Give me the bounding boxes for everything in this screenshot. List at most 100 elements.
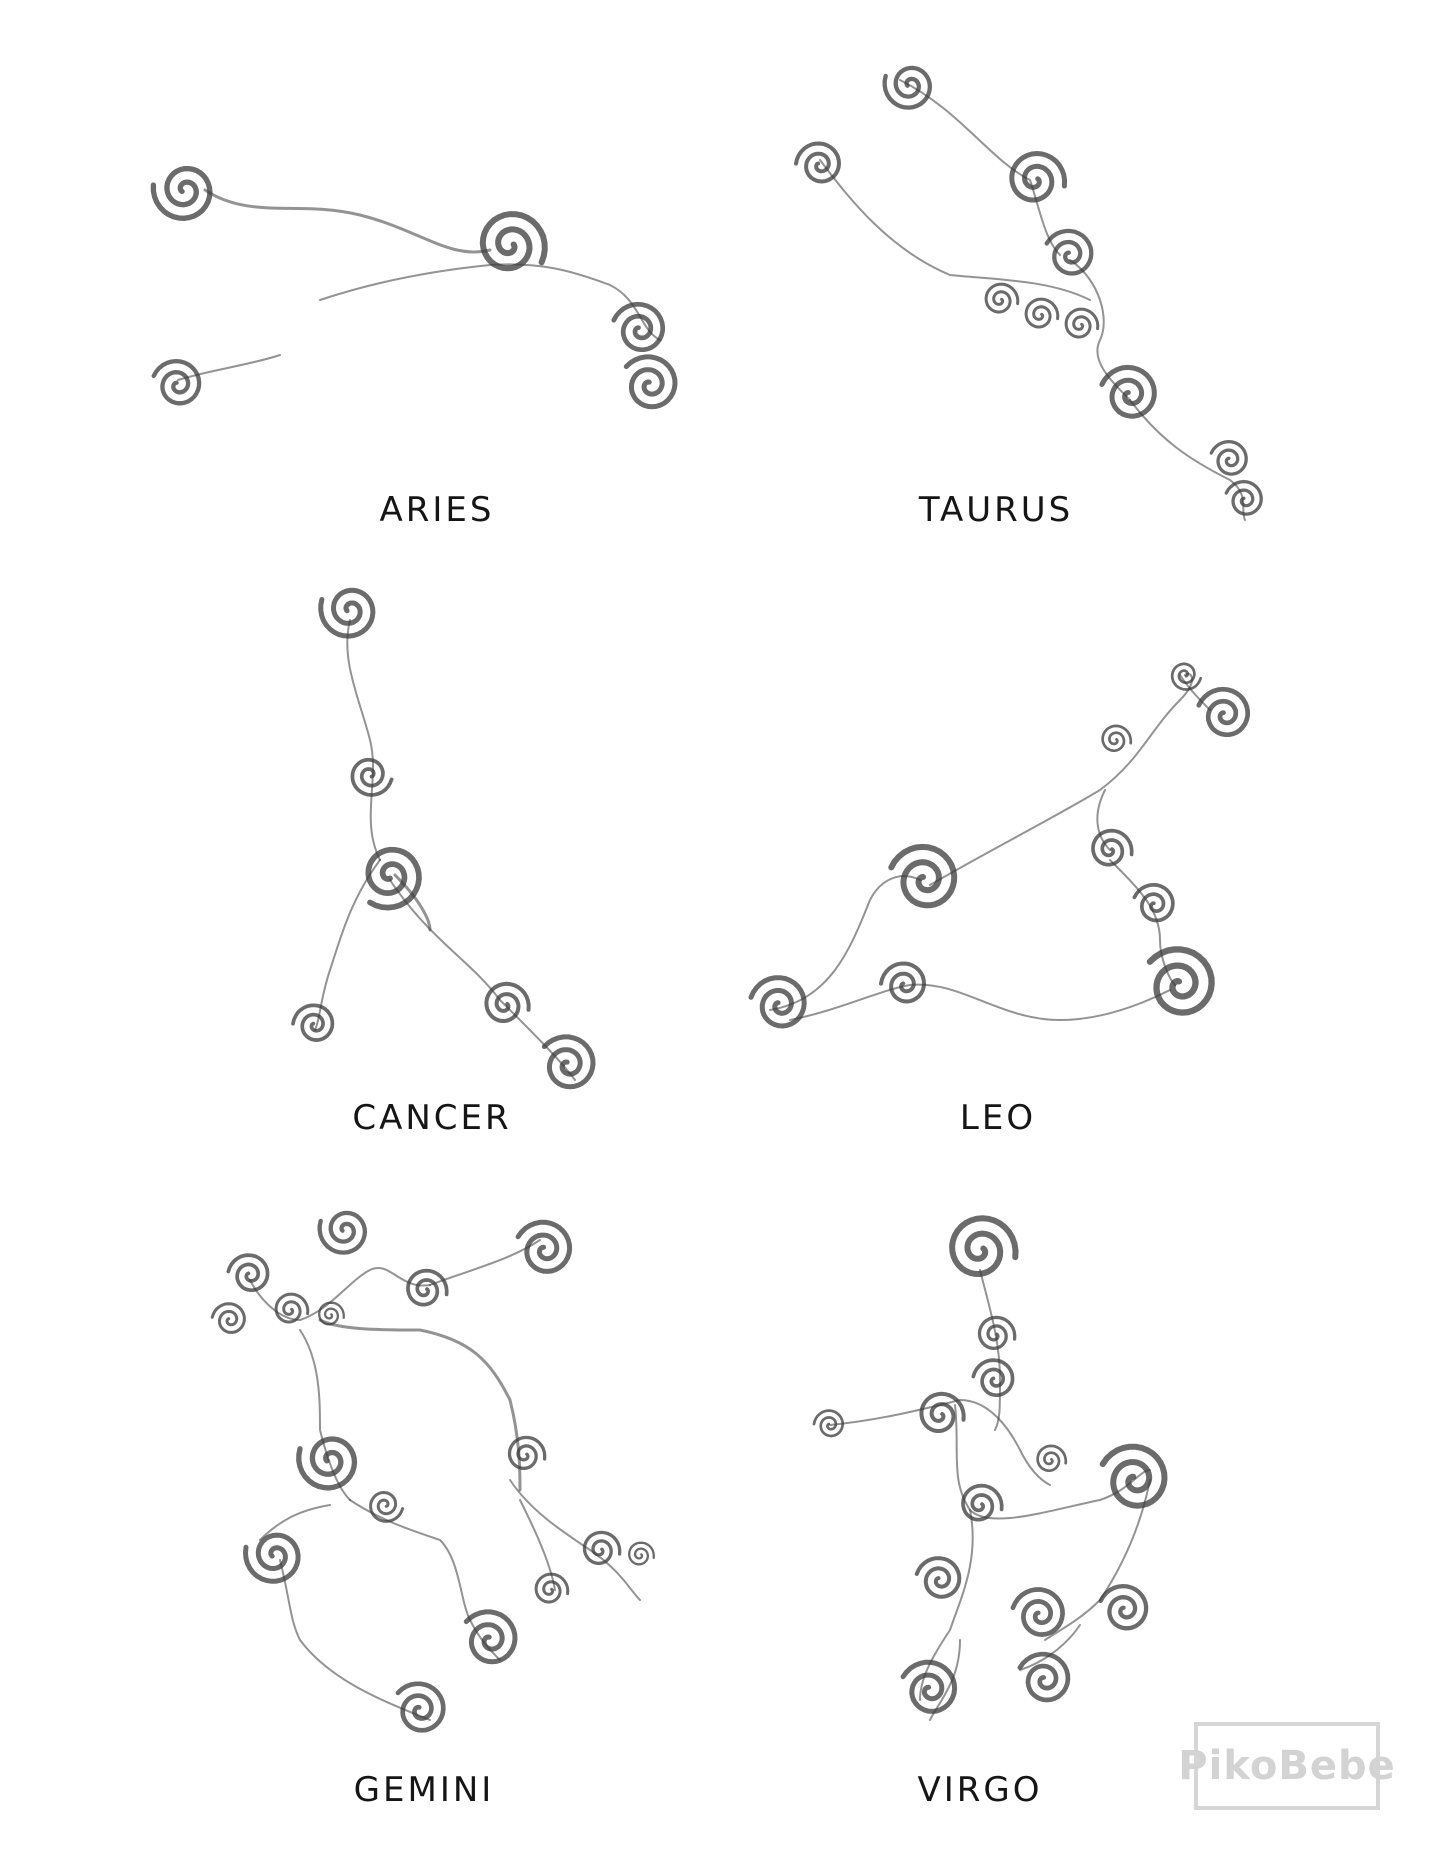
constellation-line (1069, 259, 1131, 401)
swirl-star (1101, 724, 1133, 753)
swirl-star (515, 1219, 573, 1274)
swirl-star (1099, 1443, 1168, 1509)
swirl-star (463, 1609, 518, 1665)
swirl-star (977, 1315, 1017, 1350)
swirl-star (541, 1034, 596, 1090)
swirl-star (611, 301, 666, 353)
leo-constellation (748, 662, 1251, 1029)
swirl-star (507, 1435, 547, 1470)
swirl-star (210, 1302, 246, 1334)
constellation-line (929, 1639, 961, 1721)
swirl-star (242, 1532, 301, 1584)
constellation-line (249, 1267, 431, 1322)
virgo-label: VIRGO (917, 1770, 1043, 1810)
swirl-star (318, 1301, 345, 1326)
swirl-star (1064, 307, 1100, 339)
swirl-star (317, 1210, 368, 1255)
cancer-constellation (291, 587, 596, 1090)
aries-label: ARIES (379, 490, 495, 530)
constellation-line (318, 1318, 522, 1492)
swirl-star (1017, 1651, 1071, 1703)
swirl-star (623, 354, 678, 410)
constellation-line (389, 879, 576, 1081)
constellation-line (769, 875, 921, 1011)
swirl-star (291, 1003, 335, 1042)
swirl-star (1091, 828, 1134, 867)
constellation-line (954, 1404, 1151, 1520)
constellation-line (1179, 674, 1211, 711)
gemini-label: GEMINI (353, 1770, 495, 1810)
swirl-star (318, 587, 376, 639)
constellation-line (319, 263, 661, 341)
swirl-star (369, 1490, 405, 1523)
constellation-line (279, 1559, 431, 1721)
swirl-star (971, 1358, 1015, 1398)
constellation-line (1096, 789, 1111, 851)
constellation-line (346, 619, 381, 861)
swirl-star (984, 282, 1020, 314)
constellation-line (899, 79, 1061, 256)
cancer-label: CANCER (352, 1098, 512, 1138)
swirl-star (1170, 662, 1203, 691)
swirl-star (1098, 1583, 1149, 1631)
swirl-star (479, 211, 548, 272)
constellation-line (429, 1239, 541, 1286)
swirl-star (365, 846, 422, 911)
swirl-star (274, 1292, 310, 1324)
swirl-star (1099, 364, 1157, 419)
constellation-line (819, 159, 1091, 301)
swirl-star (879, 961, 927, 1004)
swirl-star (150, 165, 213, 221)
swirl-star (882, 65, 933, 110)
virgo-constellation (812, 1215, 1168, 1721)
swirl-star (888, 843, 958, 909)
swirl-star (350, 757, 394, 797)
constellation-line (829, 1398, 1051, 1486)
watermark-text: PikoBebe (1178, 1743, 1396, 1789)
swirl-star (1010, 1587, 1065, 1637)
constellation-line (929, 672, 1193, 886)
swirl-star (748, 975, 807, 1029)
swirl-star (1024, 297, 1060, 329)
swirl-star (1209, 439, 1248, 476)
swirl-star (949, 1215, 1019, 1278)
swirl-star (961, 1483, 1004, 1522)
swirl-star (900, 1659, 958, 1714)
constellation-line (203, 188, 492, 254)
constellation-line (919, 1509, 974, 1701)
swirl-star (534, 1572, 570, 1604)
swirl-star (1224, 479, 1263, 516)
swirl-star (919, 1391, 966, 1433)
swirl-star (628, 1541, 655, 1566)
swirl-star (812, 1409, 845, 1438)
constellation-line (789, 983, 1171, 1022)
swirl-star (1132, 882, 1175, 923)
swirl-star (484, 981, 531, 1023)
swirl-star (1044, 228, 1094, 276)
swirl-star (582, 1530, 622, 1565)
swirl-star (1196, 686, 1251, 738)
leo-label: LEO (959, 1098, 1037, 1138)
taurus-constellation (794, 65, 1263, 521)
swirl-star (296, 1436, 358, 1491)
aries-constellation (150, 165, 678, 410)
swirl-star (406, 1268, 449, 1307)
watermark-logo: PikoBebe (1178, 1722, 1395, 1810)
swirl-star (1036, 1444, 1068, 1473)
constellation-line (349, 1499, 501, 1661)
constellation-line (1109, 859, 1176, 986)
swirl-star (914, 1556, 962, 1599)
swirl-star (794, 141, 842, 184)
swirl-star (395, 1681, 446, 1733)
swirl-star (1146, 946, 1215, 1016)
constellation-line (259, 1504, 331, 1541)
swirl-star (151, 358, 202, 406)
swirl-star (1009, 150, 1068, 203)
swirl-star (226, 1253, 270, 1293)
constellation-line (509, 1479, 641, 1601)
gemini-constellation (210, 1210, 655, 1733)
constellation-line (1019, 1624, 1081, 1671)
taurus-label: TAURUS (918, 490, 1074, 530)
constellation-line (519, 1499, 556, 1591)
